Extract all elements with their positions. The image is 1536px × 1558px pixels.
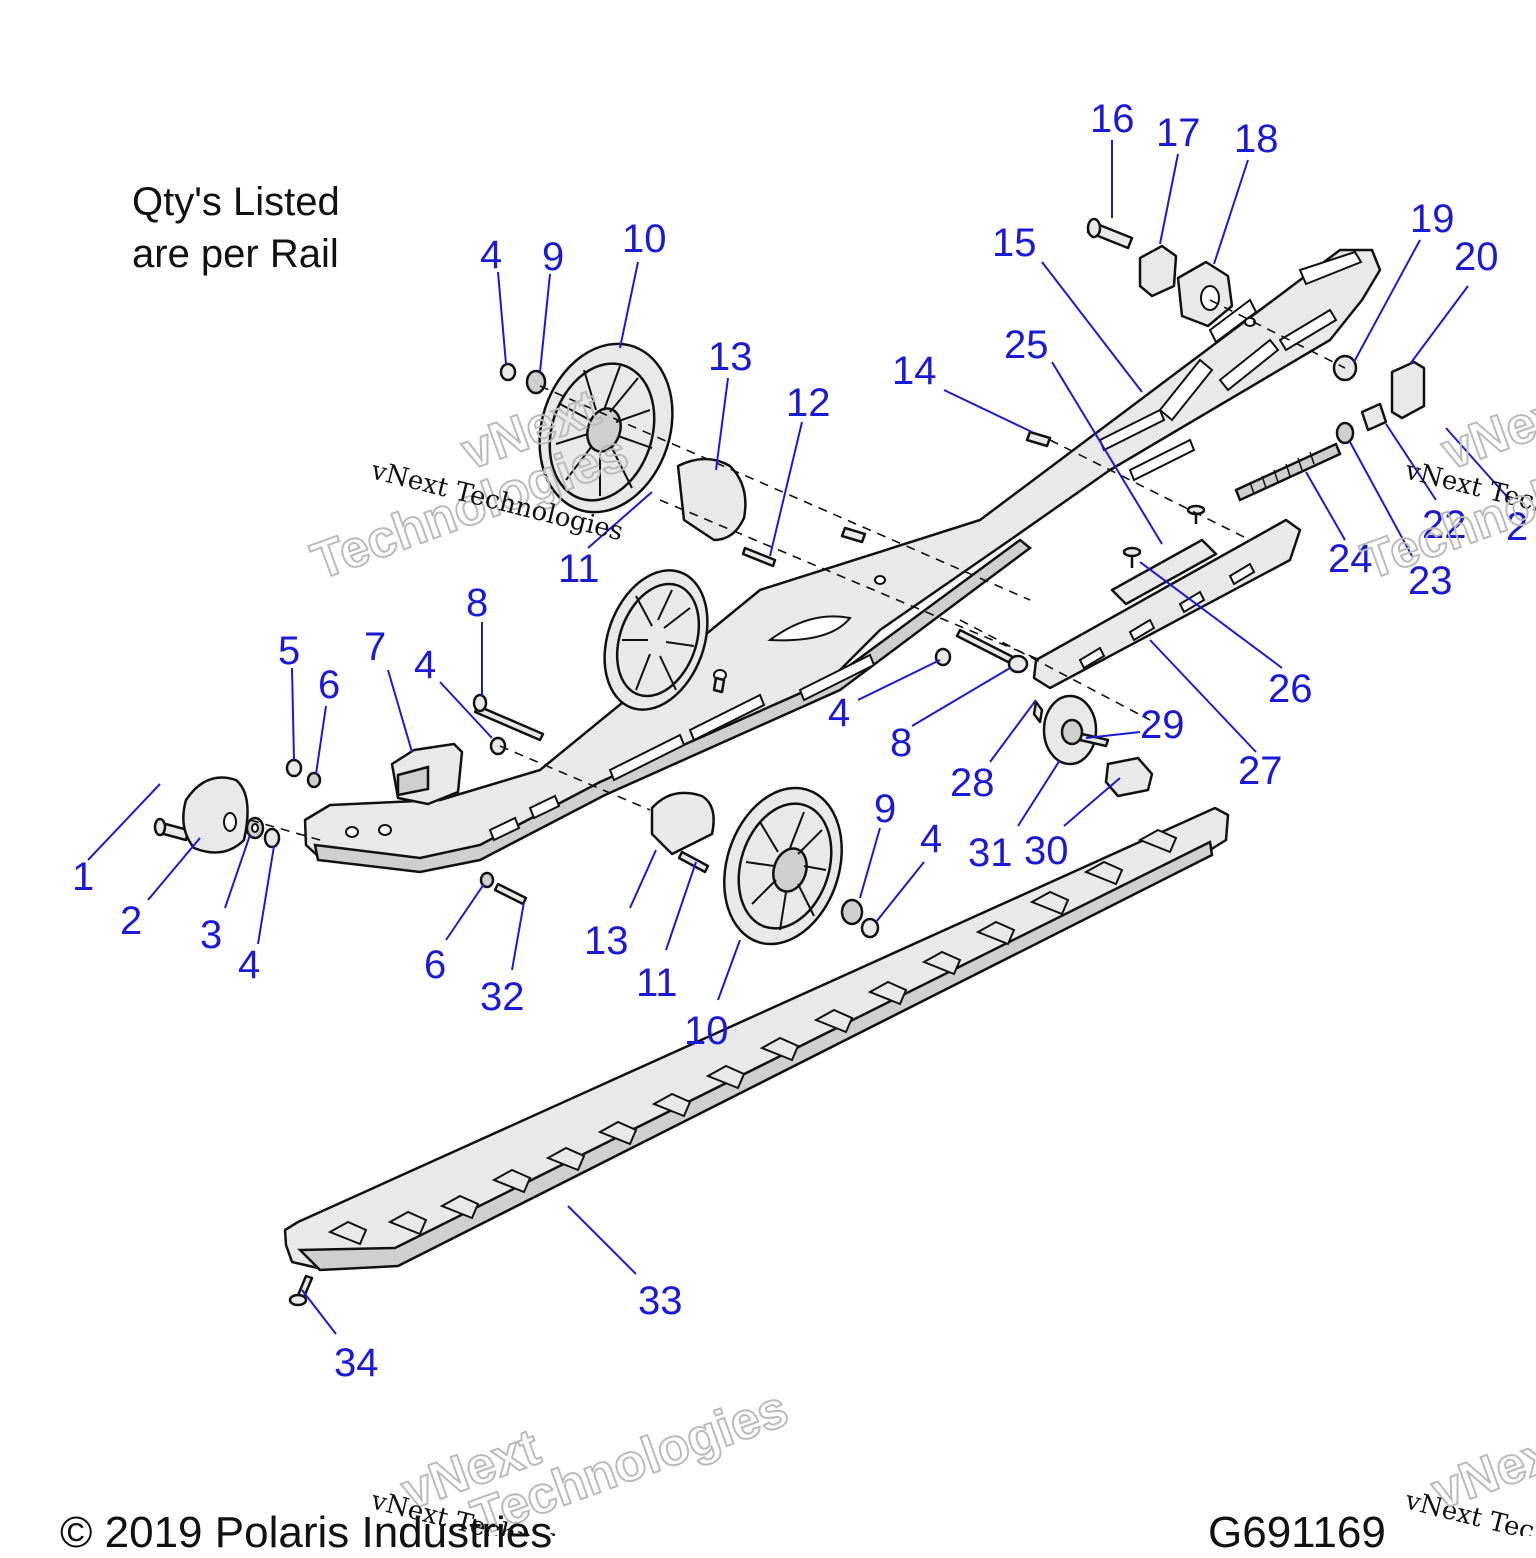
callout-9: 9 <box>874 787 896 831</box>
rail-assembly-15 <box>303 248 1382 874</box>
callout-11: 11 <box>636 961 678 1005</box>
callout-6: 6 <box>318 663 340 707</box>
callout-4: 4 <box>828 691 850 735</box>
callout-19: 19 <box>1410 197 1455 241</box>
callout-15: 15 <box>992 221 1037 265</box>
callout-6: 6 <box>424 943 446 987</box>
callout-32: 32 <box>480 975 525 1019</box>
callout-12: 12 <box>786 381 831 425</box>
callout-30: 30 <box>1024 829 1069 873</box>
callout-9: 9 <box>542 235 564 279</box>
callout-31: 31 <box>968 831 1013 875</box>
callout-2: 2 <box>1506 505 1528 549</box>
callout-23: 23 <box>1408 559 1453 603</box>
callout-1: 1 <box>72 855 94 899</box>
callout-33: 33 <box>638 1279 683 1323</box>
callout-25: 25 <box>1004 323 1049 367</box>
idler-wheel-10-lower <box>723 786 843 946</box>
callout-10: 10 <box>622 217 667 261</box>
callout-22: 22 <box>1422 503 1467 547</box>
callout-20: 20 <box>1454 235 1499 279</box>
callout-4: 4 <box>920 817 942 861</box>
callout-3: 3 <box>200 913 222 957</box>
callout-14: 14 <box>892 349 937 393</box>
callout-8: 8 <box>466 581 488 625</box>
idler-wheel-10-upper <box>538 342 674 514</box>
callout-28: 28 <box>950 761 995 805</box>
callout-numbers: 1 2 3 4 5 6 7 4 8 4 9 10 11 13 12 13 11 … <box>72 97 1528 1385</box>
assembly-lines <box>249 299 1346 841</box>
quantity-note: Qty's Listed are per Rail <box>132 176 340 280</box>
callout-10: 10 <box>684 1009 729 1053</box>
callout-13: 13 <box>584 919 629 963</box>
diagram-id: G691169 <box>1208 1508 1386 1557</box>
callout-8: 8 <box>890 721 912 765</box>
callout-18: 18 <box>1234 117 1279 161</box>
callout-16: 16 <box>1090 97 1135 141</box>
watermark-large-7: vNext <box>1424 1418 1536 1521</box>
callout-11: 11 <box>558 547 600 591</box>
callout-4: 4 <box>414 643 436 687</box>
quantity-note-line1: Qty's Listed <box>132 180 340 224</box>
callout-29: 29 <box>1140 703 1185 747</box>
callout-34: 34 <box>334 1341 379 1385</box>
slide-rail-33 <box>283 806 1230 1272</box>
callout-26: 26 <box>1268 667 1313 711</box>
callout-13: 13 <box>708 335 753 379</box>
hardware <box>153 217 1426 1307</box>
callout-7: 7 <box>364 625 386 669</box>
quantity-note-line2: are per Rail <box>132 232 339 276</box>
idler-wheel-middle <box>603 569 709 711</box>
callout-5: 5 <box>278 629 300 673</box>
callout-2: 2 <box>120 899 142 943</box>
leader-lines <box>87 140 1511 1335</box>
watermark-large-4: vNext <box>1434 378 1536 481</box>
callout-4: 4 <box>238 943 260 987</box>
callout-17: 17 <box>1156 111 1201 155</box>
callout-4: 4 <box>480 233 502 277</box>
callout-24: 24 <box>1328 537 1373 581</box>
callout-27: 27 <box>1238 749 1283 793</box>
copyright-footer: © 2019 Polaris Industries <box>60 1508 553 1557</box>
